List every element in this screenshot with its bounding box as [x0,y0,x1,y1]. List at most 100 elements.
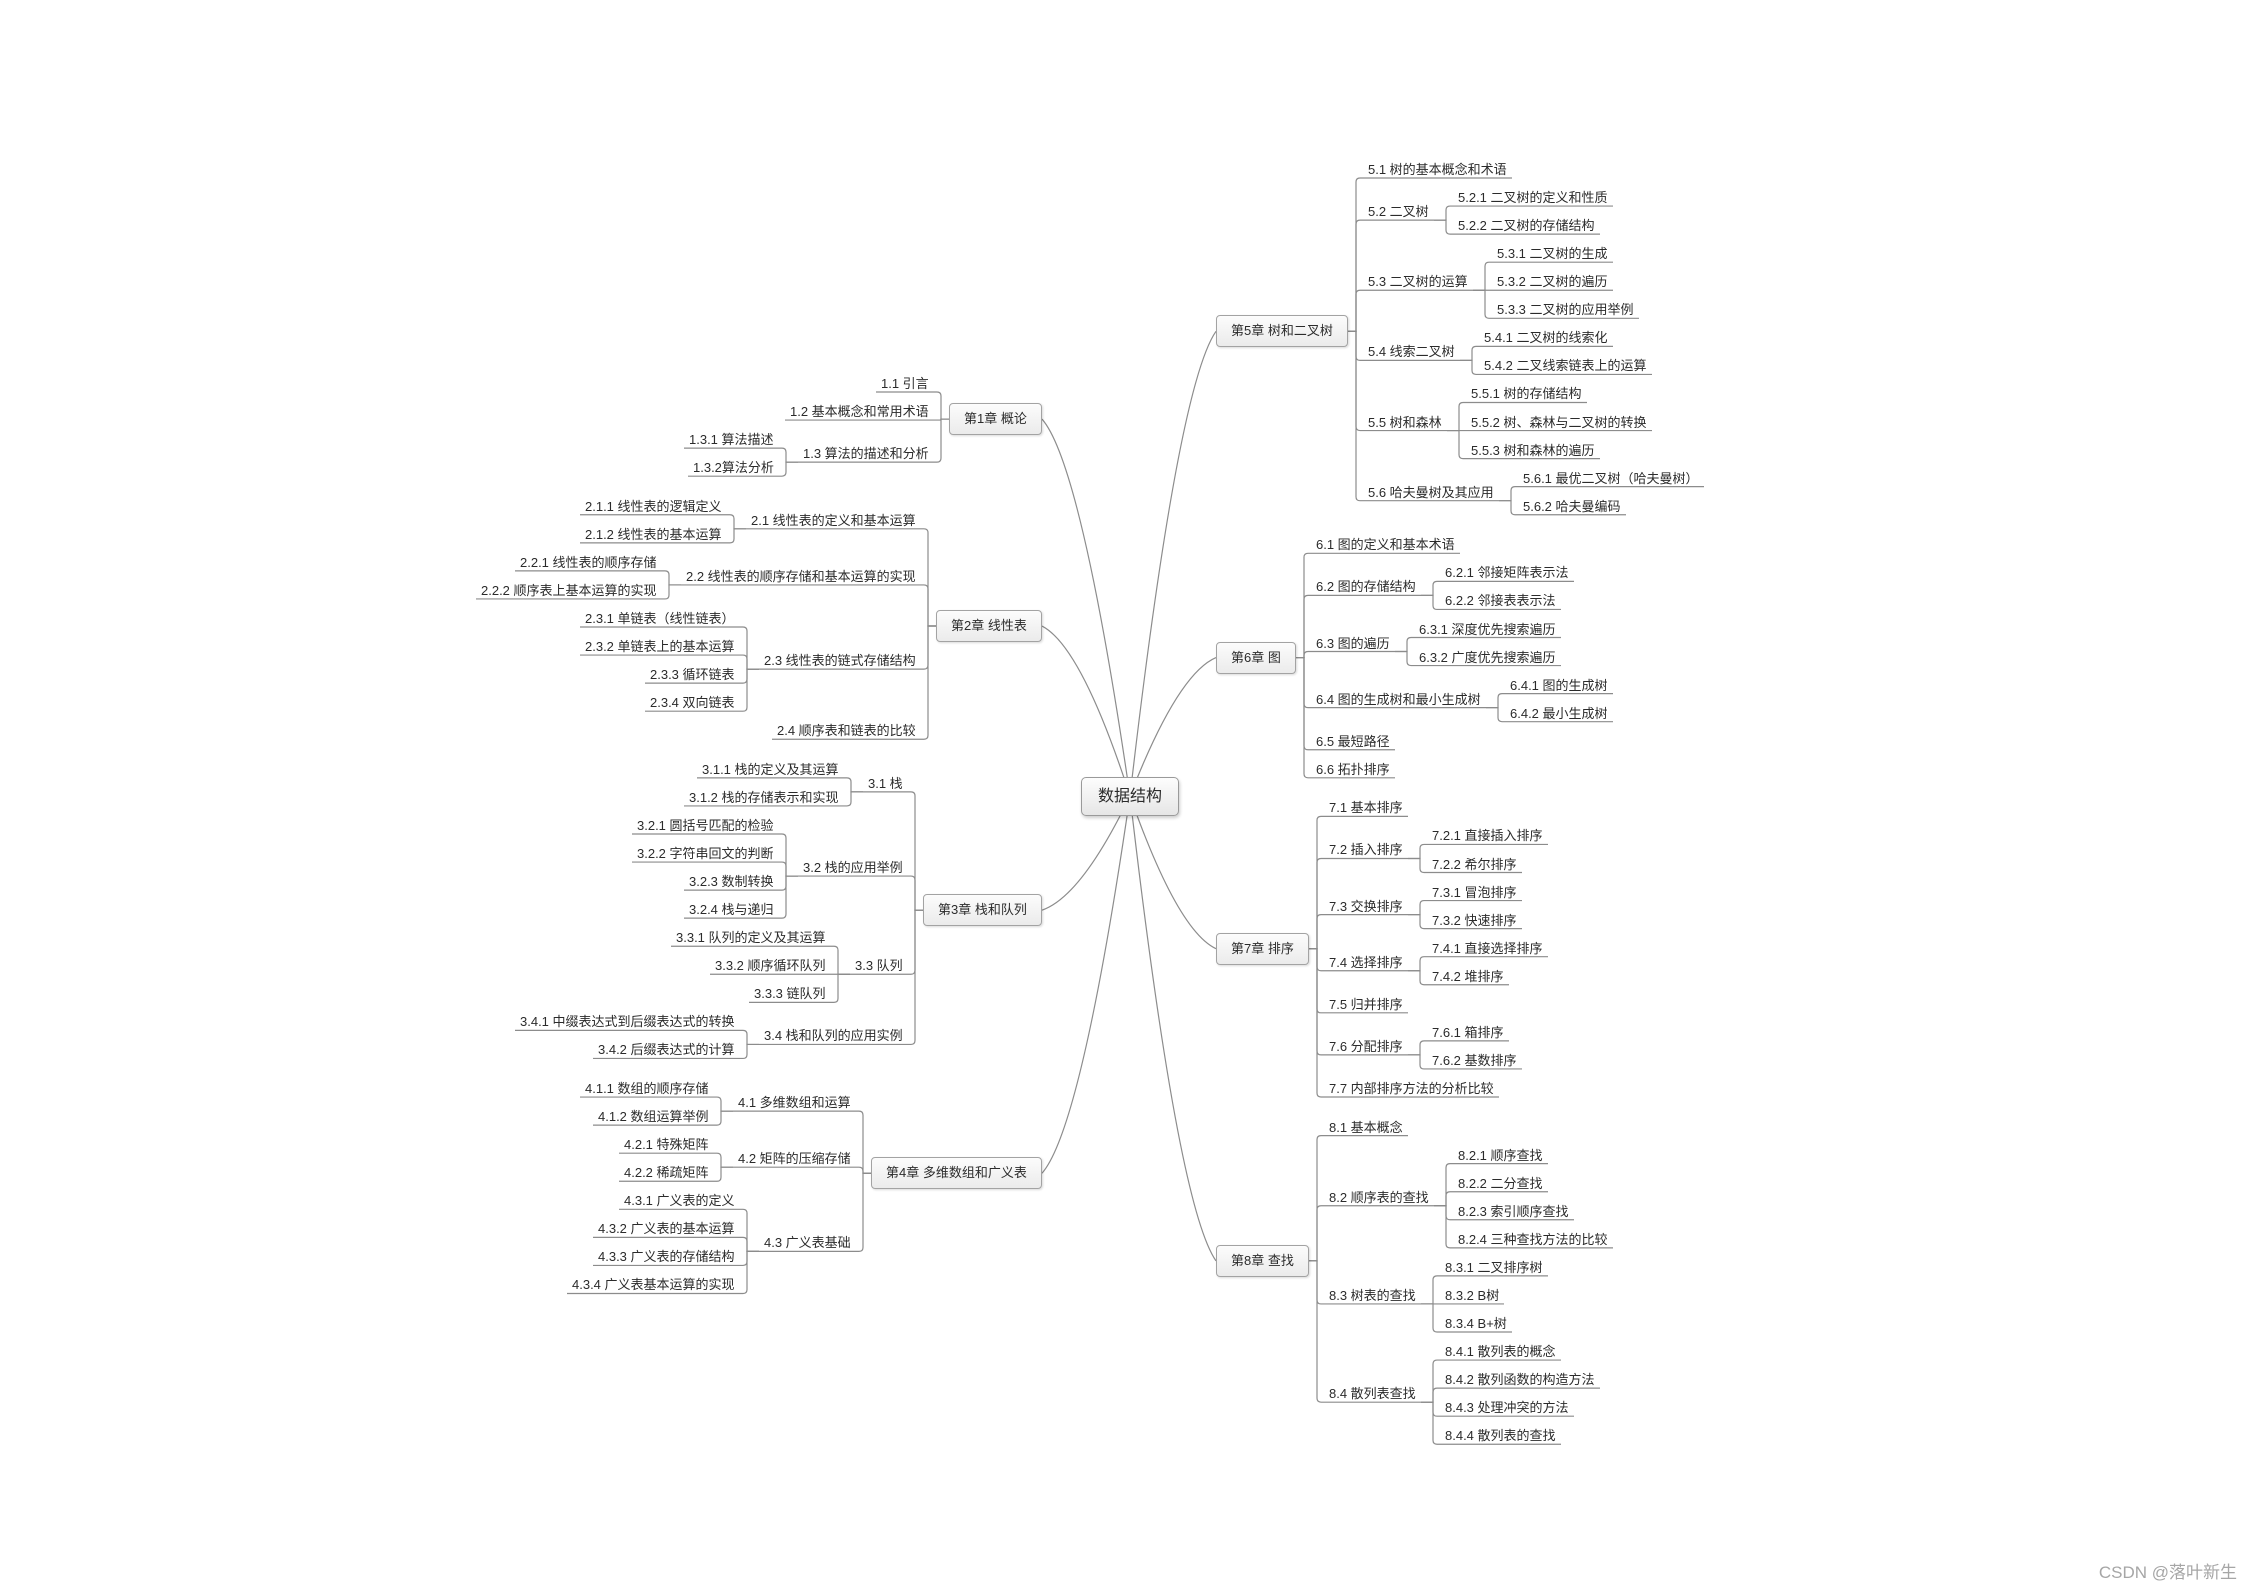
subtopic-4-2-2: 4.2.2 稀疏矩阵 [624,1165,709,1181]
branch-line [876,391,949,420]
subtopic-5-4-1: 5.4.1 二叉树的线索化 [1484,330,1608,346]
sub-branch-line [580,514,746,530]
subtopic-3-4-2: 3.4.2 后缀表达式的计算 [598,1042,735,1058]
topic-5-3: 5.3 二叉树的运算 [1368,274,1468,290]
branch-line [863,791,923,911]
sub-branch-line [645,668,759,712]
topic-5-4: 5.4 线索二叉树 [1368,344,1455,360]
sub-branch-line [515,570,681,586]
branch-line [1296,656,1395,779]
subtopic-8-2-3: 8.2.3 索引顺序查找 [1458,1203,1569,1219]
subtopic-8-3-2: 8.3.2 B树 [1445,1287,1500,1303]
subtopic-5-6-1: 5.6.1 最优二叉树（哈夫曼树） [1523,470,1699,486]
watermark: CSDN @落叶新生 [2098,1563,2237,1582]
branch-line [1348,289,1473,332]
sub-branch-line [1421,1401,1561,1445]
subtopic-5-2-1: 5.2.1 二叉树的定义和性质 [1458,190,1608,206]
topic-1-3: 1.3 算法的描述和分析 [803,446,929,462]
sub-branch-line [688,461,798,477]
topic-4-1: 4.1 多维数组和运算 [738,1095,851,1111]
subtopic-4-3-2: 4.3.2 广义表的基本运算 [598,1221,735,1237]
subtopic-8-3-3: 8.3.4 B+树 [1445,1316,1507,1332]
sub-branch-line [619,1152,733,1168]
sub-branch-line [580,626,759,670]
sub-branch-line [1434,205,1613,221]
subtopic-6-2-2: 6.2.2 邻接表表示法 [1445,593,1556,609]
sub-branch-line [619,1208,759,1252]
sub-branch-line [1447,401,1587,432]
sub-branch-line [580,528,746,544]
branch-line [733,1166,871,1174]
branch-line [759,909,923,1046]
subtopic-8-4-2: 8.4.2 散列函数的构造方法 [1445,1372,1595,1388]
subtopic-3-1-1: 3.1.1 栈的定义及其运算 [702,761,839,777]
subtopic-7-6-2: 7.6.2 基数排序 [1432,1052,1517,1068]
sub-branch-line [580,654,759,670]
sub-branch-line [1408,1040,1509,1056]
subtopic-1-3-2: 1.3.2算法分析 [693,460,774,476]
subtopic-3-1-2: 3.1.2 栈的存储表示和实现 [689,789,839,805]
subtopic-7-6-1: 7.6.1 箱排序 [1432,1024,1504,1040]
sub-branch-line [1434,1163,1548,1207]
sub-branch-line [1421,1275,1548,1305]
topic-8-4: 8.4 散列表查找 [1329,1386,1416,1402]
main-branch-line [1129,795,1217,950]
main-branch-line [1129,331,1217,797]
subtopic-5-3-3: 5.3.3 二叉树的应用举例 [1497,302,1634,318]
sub-branch-line [1421,594,1561,611]
sub-branch-line [593,1110,733,1126]
topic-6-2: 6.2 图的存储结构 [1316,579,1416,595]
topic-8-1: 8.1 基本概念 [1329,1119,1403,1135]
topic-5-2: 5.2 二叉树 [1368,204,1429,220]
topic-7-5: 7.5 归并排序 [1329,996,1403,1012]
sub-branch-line [684,791,863,807]
subtopic-8-3-1: 8.3.1 二叉排序树 [1445,1259,1543,1275]
sub-branch-line [1421,1387,1600,1403]
subtopic-4-1-1: 4.1.1 数组的顺序存储 [585,1081,709,1097]
branch-line [1309,948,1499,1098]
sub-branch-line [593,1236,759,1252]
sub-branch-line [619,1166,733,1182]
topic-2-4: 2.4 顺序表和链表的比较 [777,723,916,739]
subtopic-6-3-1: 6.3.1 深度优先搜索遍历 [1419,621,1556,637]
branch-line [1309,1205,1434,1262]
topic-3-2: 3.2 栈的应用举例 [803,860,903,876]
branch-line [798,875,923,911]
sub-branch-line [1395,636,1561,653]
topic-2-3: 2.3 线性表的链式存储结构 [764,653,916,669]
subtopic-3-3-3: 3.3.3 链队列 [754,986,826,1002]
sub-branch-line [1460,359,1652,376]
chapter-8: 第8章 查找 [1216,1244,1309,1277]
subtopic-2-3-2: 2.3.2 单链表上的基本运算 [585,639,735,655]
chapter-3: 第3章 栈和队列 [923,894,1042,927]
branch-line [1309,1260,1421,1403]
subtopic-2-1-1: 2.1.1 线性表的逻辑定义 [585,498,722,514]
topic-6-6: 6.6 拓扑排序 [1316,761,1390,777]
sub-branch-line [1473,289,1639,319]
branch-line [1309,1135,1408,1262]
topic-7-6: 7.6 分配排序 [1329,1038,1403,1054]
sub-branch-line [1421,1359,1561,1403]
subtopic-5-6-2: 5.6.2 哈夫曼编码 [1523,498,1621,514]
subtopic-7-3-2: 7.3.2 快速排序 [1432,912,1517,928]
branch-line [759,1172,871,1252]
subtopic-4-3-1: 4.3.1 广义表的定义 [624,1193,735,1209]
subtopic-3-2-2: 3.2.2 字符串回文的判断 [637,846,774,862]
topic-6-3: 6.3 图的遍历 [1316,635,1390,651]
sub-branch-line [1408,899,1522,916]
subtopic-7-2-2: 7.2.2 希尔排序 [1432,856,1517,872]
branch-line [772,625,936,740]
sub-branch-line [1408,914,1522,930]
branch-line [1348,330,1499,502]
sub-branch-line [1421,1303,1512,1333]
sub-branch-line [567,1250,759,1295]
sub-branch-line [749,973,850,1003]
sub-branch-line [1434,219,1600,235]
sub-branch-line [1499,500,1626,516]
sub-branch-line [1499,486,1704,502]
subtopic-8-4-1: 8.4.1 散列表的概念 [1445,1344,1556,1360]
central-topic: 数据结构 [1081,776,1180,816]
branch-line [1309,815,1408,950]
